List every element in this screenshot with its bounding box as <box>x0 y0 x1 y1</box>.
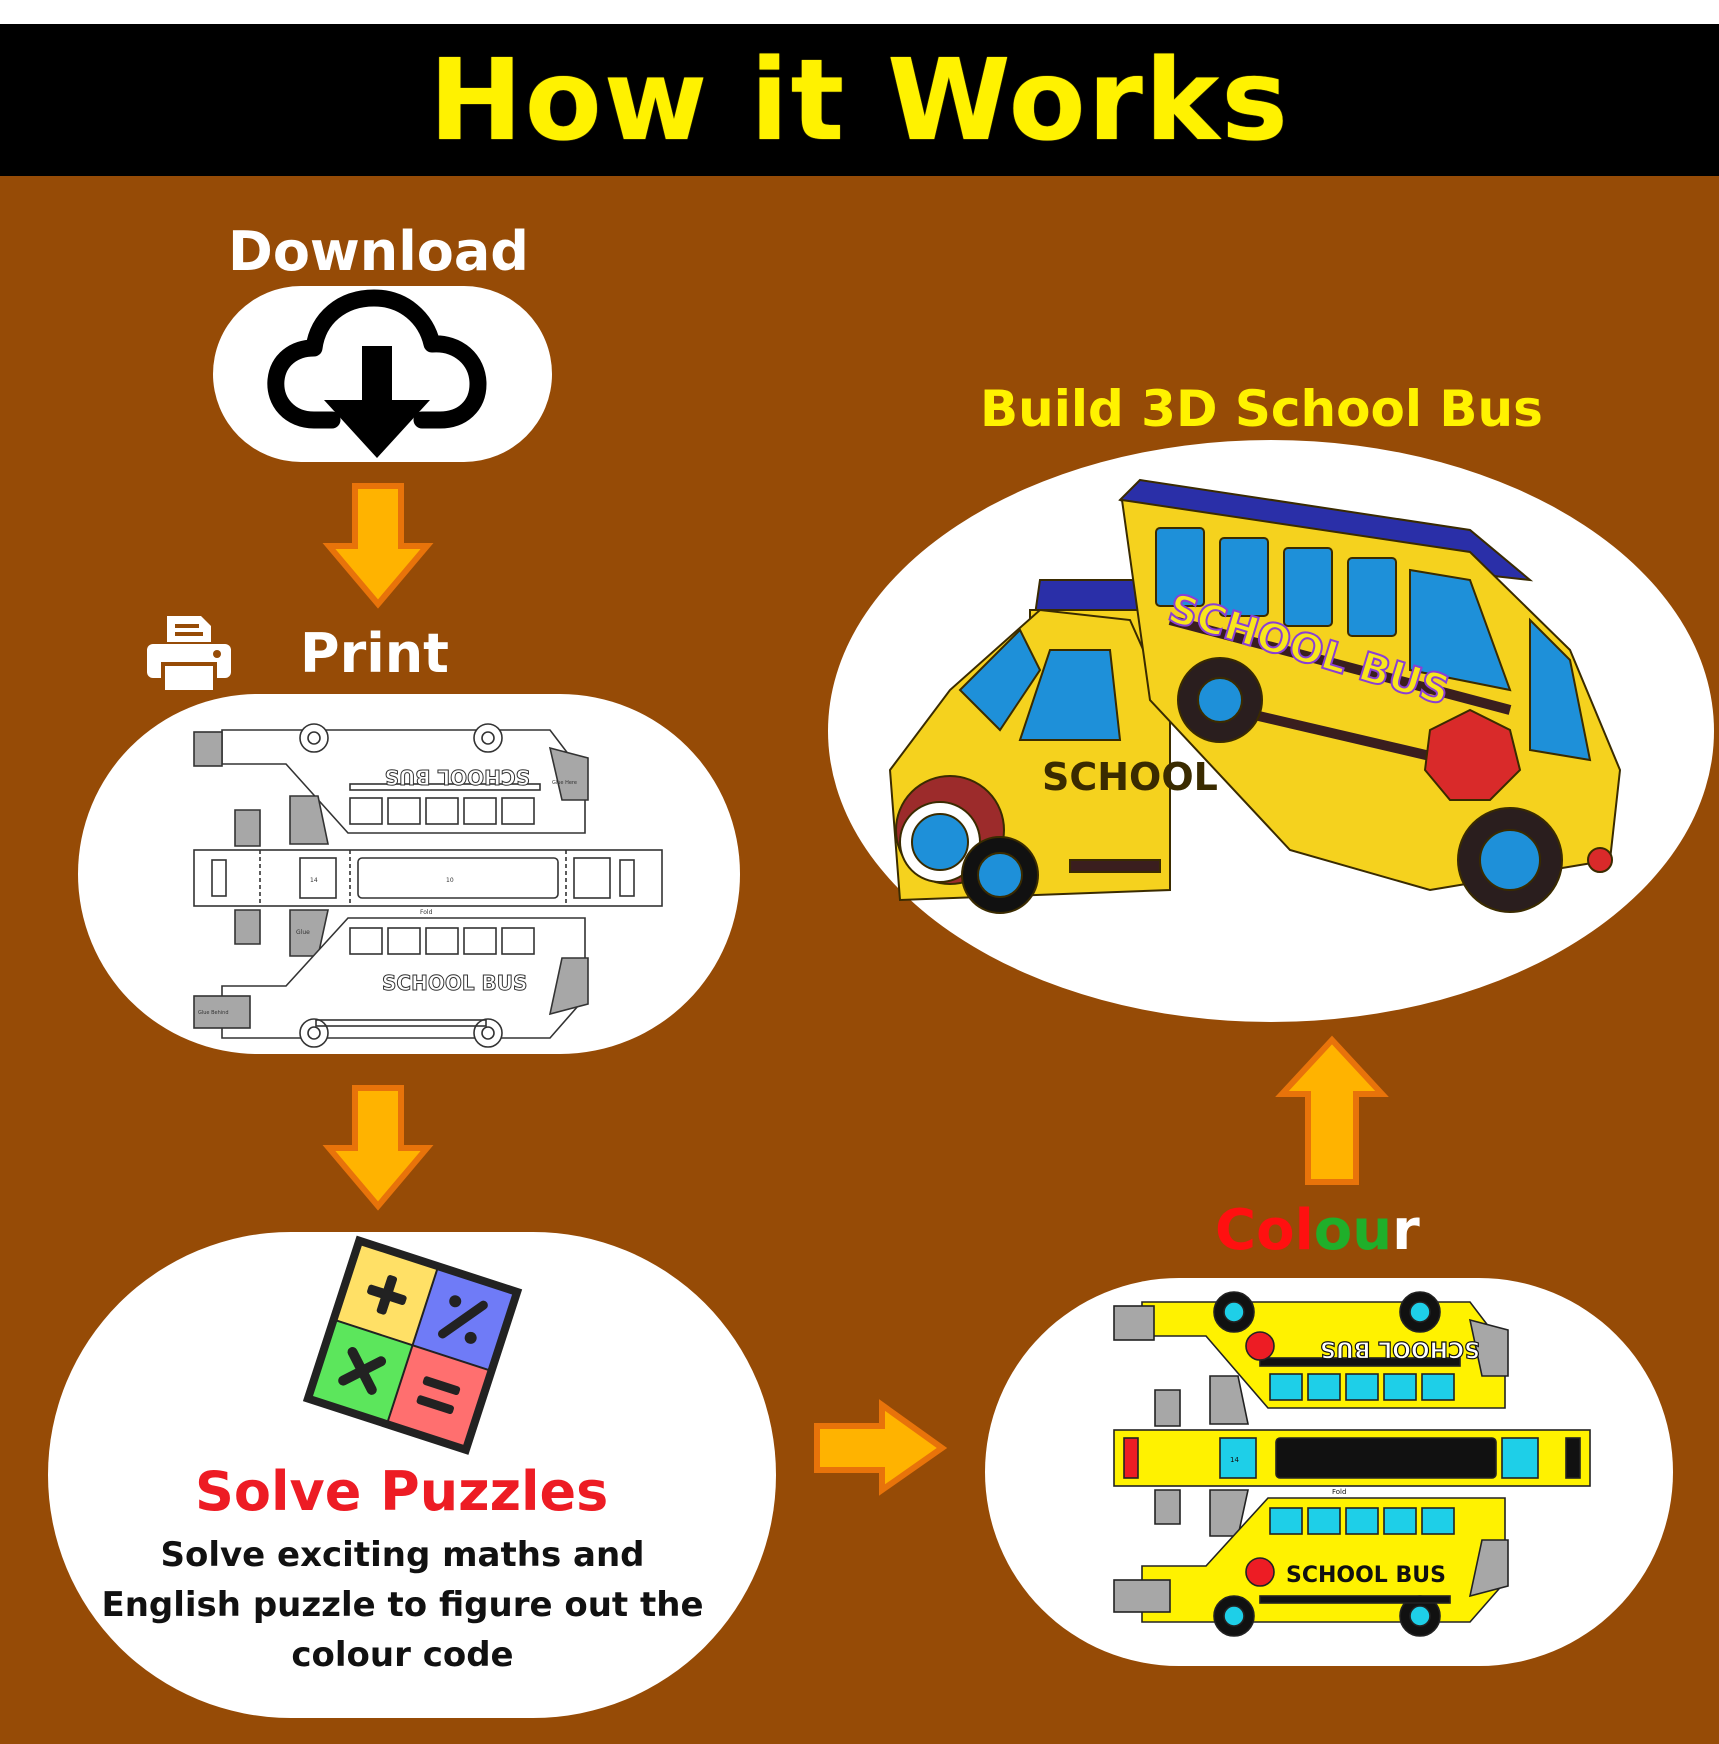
template-code: 10 <box>446 877 454 884</box>
colour-label-part: r <box>1392 1198 1420 1263</box>
coloured-template-bus-text-bottom: SCHOOL BUS <box>1286 1563 1446 1588</box>
printable-template-image: SCHOOL BUS SCHOOL BUS 10 14 Fold Glue Gl… <box>193 723 663 1048</box>
template-glue-here: Glue Here <box>552 780 577 786</box>
template-code: 14 <box>310 877 318 884</box>
print-label: Print <box>300 622 449 685</box>
template-fold: Fold <box>420 909 433 916</box>
solve-puzzles-label: Solve Puzzles <box>195 1460 609 1523</box>
solve-puzzles-description: Solve exciting maths and English puzzle … <box>101 1535 704 1675</box>
arrow-up-icon <box>1275 1035 1389 1185</box>
download-label: Download <box>228 220 529 283</box>
arrow-down-icon <box>322 483 434 609</box>
top-margin <box>0 0 1719 24</box>
coloured-template-bus-text-top: SCHOOL BUS <box>1320 1336 1480 1361</box>
colour-label-part: Col <box>1215 1198 1314 1263</box>
model-front-text: SCHOOL <box>1042 755 1218 799</box>
math-operators-icon <box>302 1235 523 1455</box>
cloud-download-icon <box>267 289 487 458</box>
template-glue-behind: Glue Behind <box>198 1010 229 1016</box>
template-glue: Glue <box>296 929 310 936</box>
colour-label-part: ou <box>1313 1198 1393 1263</box>
arrow-down-icon <box>322 1085 434 1211</box>
coloured-template-image: SCHOOL BUS SCHOOL BUS 14 Fold <box>1113 1291 1591 1637</box>
coloured-template-code: 14 <box>1230 1456 1239 1464</box>
3d-school-bus-image: SCHOOL SCHOOL BUS <box>888 478 1622 914</box>
template-bus-text-bottom: SCHOOL BUS <box>382 971 527 995</box>
build-label: Build 3D School Bus <box>980 380 1543 438</box>
template-bus-text-top: SCHOOL BUS <box>385 765 530 789</box>
title-banner <box>0 24 1719 176</box>
coloured-template-fold: Fold <box>1332 1488 1346 1496</box>
arrow-right-icon <box>814 1399 948 1496</box>
colour-label: Colour <box>1215 1198 1420 1263</box>
page-title: How it Works <box>429 36 1290 166</box>
printer-icon <box>147 616 231 694</box>
